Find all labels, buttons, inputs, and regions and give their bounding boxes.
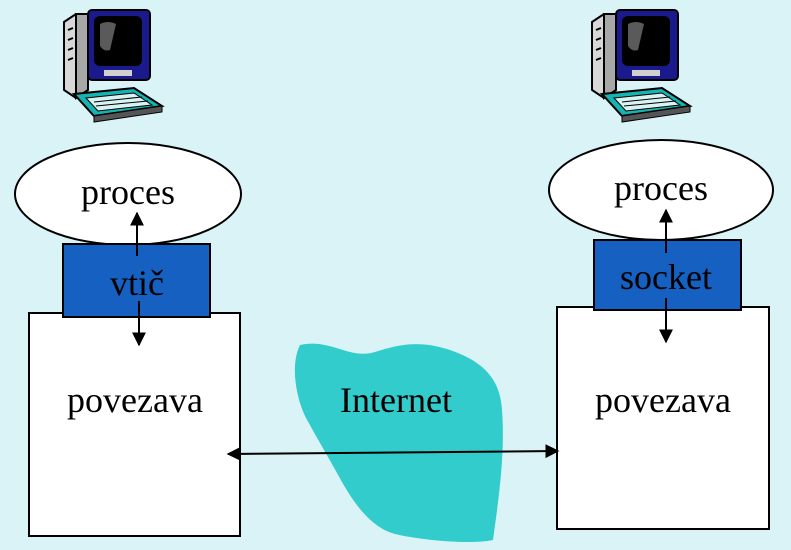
right-process-label: proces [614,168,708,208]
network-link-arrow [226,444,560,461]
right-socket-label: socket [620,257,712,297]
internet-cloud [294,343,503,543]
right-transport-box [556,306,770,530]
left-socket-box [62,243,211,318]
left-process-label: proces [81,172,175,212]
left-transport-label: povezava [67,380,203,420]
internet-label: Internet [340,380,452,420]
computer-icon [63,9,163,123]
right-socket-box [593,239,742,311]
left-transport-box [28,312,241,537]
computer-icon [591,9,691,123]
right-transport-label: povezava [595,380,731,420]
left-socket-label: vtič [110,263,164,303]
